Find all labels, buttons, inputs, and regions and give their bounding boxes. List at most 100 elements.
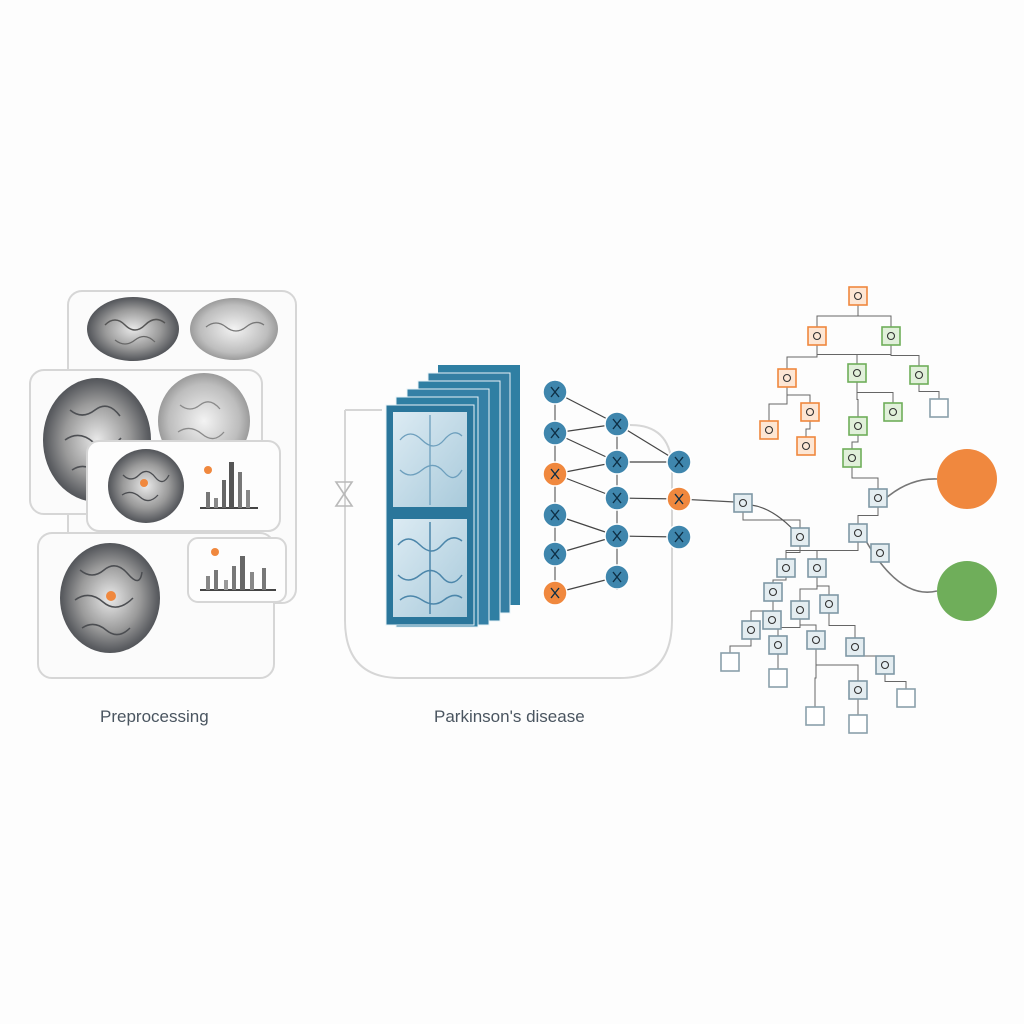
node-glyph	[764, 425, 774, 435]
square-feature-node-icon	[741, 620, 761, 640]
nn-node-glyph	[550, 468, 560, 480]
square-feature-node-icon	[807, 326, 827, 346]
nn-node-glyph	[612, 492, 622, 504]
node-glyph	[853, 528, 863, 538]
node-glyph	[824, 599, 834, 609]
brain-scan-2	[190, 298, 278, 360]
node-glyph	[847, 453, 857, 463]
nn-node-glyph	[550, 587, 560, 599]
nn-node-glyph	[550, 548, 560, 560]
square-feature-node-icon	[759, 420, 779, 440]
square-feature-node-icon	[847, 363, 867, 383]
nn-node-glyph	[550, 386, 560, 398]
node-glyph	[812, 331, 822, 341]
node-glyph	[852, 368, 862, 378]
histogram-1	[200, 462, 258, 509]
node-glyph	[914, 370, 924, 380]
square-feature-node-icon	[776, 558, 796, 578]
node-glyph	[873, 493, 883, 503]
tree-link-class-orange	[885, 478, 938, 499]
node-glyph	[880, 660, 890, 670]
square-feature-node-icon	[848, 416, 868, 436]
square-feature-node-icon	[720, 652, 740, 672]
tree-edge	[851, 458, 879, 498]
node-glyph	[853, 685, 863, 695]
node-glyph	[795, 532, 805, 542]
node-glyph	[886, 331, 896, 341]
square-feature-node-icon	[777, 368, 797, 388]
square-feature-node-icon	[848, 286, 868, 306]
node-glyph	[811, 635, 821, 645]
node-glyph	[768, 587, 778, 597]
square-feature-node-icon	[875, 655, 895, 675]
square-feature-node-icon	[848, 680, 868, 700]
node-glyph	[767, 615, 777, 625]
node-glyph	[853, 421, 863, 431]
nn-node-glyph	[550, 427, 560, 439]
node-glyph	[795, 605, 805, 615]
node-glyph	[773, 640, 783, 650]
nn-node-glyph	[674, 531, 684, 543]
histogram-panel	[187, 537, 287, 603]
square-feature-node-icon	[819, 594, 839, 614]
node-glyph	[801, 441, 811, 451]
square-feature-node-icon	[805, 706, 825, 726]
square-feature-node-icon	[790, 600, 810, 620]
preprocessing-panels	[29, 290, 297, 679]
node-glyph	[782, 373, 792, 383]
square-feature-node-icon	[883, 402, 903, 422]
square-feature-node-icon	[800, 402, 820, 422]
nn-node-glyph	[612, 571, 622, 583]
brain-scan-1	[87, 297, 179, 361]
square-feature-node-icon	[733, 493, 753, 513]
node-glyph	[850, 642, 860, 652]
square-feature-node-icon	[762, 610, 782, 630]
square-feature-node-icon	[807, 558, 827, 578]
square-feature-node-icon	[881, 326, 901, 346]
tree-edge	[828, 604, 856, 647]
square-feature-node-icon	[929, 398, 949, 418]
node-glyph	[781, 563, 791, 573]
square-feature-node-icon	[870, 543, 890, 563]
nn-node-glyph	[674, 456, 684, 468]
square-feature-node-icon	[845, 637, 865, 657]
nn-node-glyph	[612, 418, 622, 430]
square-feature-node-icon	[790, 527, 810, 547]
nn-node-glyph	[612, 530, 622, 542]
tree-edge	[768, 378, 788, 430]
node-glyph	[738, 498, 748, 508]
neural-network	[542, 379, 736, 606]
tree-edge	[814, 640, 817, 716]
tree-edge	[857, 296, 892, 336]
decision-tree	[720, 286, 949, 734]
node-glyph	[805, 407, 815, 417]
square-feature-node-icon	[896, 688, 916, 708]
model-frame	[344, 410, 673, 679]
node-glyph	[875, 548, 885, 558]
node-glyph	[812, 563, 822, 573]
node-glyph	[853, 291, 863, 301]
square-feature-node-icon	[768, 668, 788, 688]
square-feature-node-icon	[763, 582, 783, 602]
square-feature-node-icon	[848, 523, 868, 543]
brain-scan-6	[60, 543, 160, 653]
node-glyph	[746, 625, 756, 635]
output-class-orange	[937, 449, 997, 509]
node-glyph	[888, 407, 898, 417]
square-feature-node-icon	[796, 436, 816, 456]
caption-preprocessing: Preprocessing	[100, 707, 209, 726]
caption-parkinsons-disease: Parkinson's disease	[434, 707, 585, 726]
nn-node-glyph	[550, 509, 560, 521]
square-feature-node-icon	[842, 448, 862, 468]
scan-stack	[385, 365, 520, 628]
nn-node-glyph	[612, 456, 622, 468]
square-feature-node-icon	[909, 365, 929, 385]
brain-scan-5	[108, 449, 184, 523]
square-feature-node-icon	[848, 714, 868, 734]
square-feature-node-icon	[868, 488, 888, 508]
output-class-green	[937, 561, 997, 621]
nn-node-glyph	[674, 493, 684, 505]
square-feature-node-icon	[768, 635, 788, 655]
square-feature-node-icon	[806, 630, 826, 650]
